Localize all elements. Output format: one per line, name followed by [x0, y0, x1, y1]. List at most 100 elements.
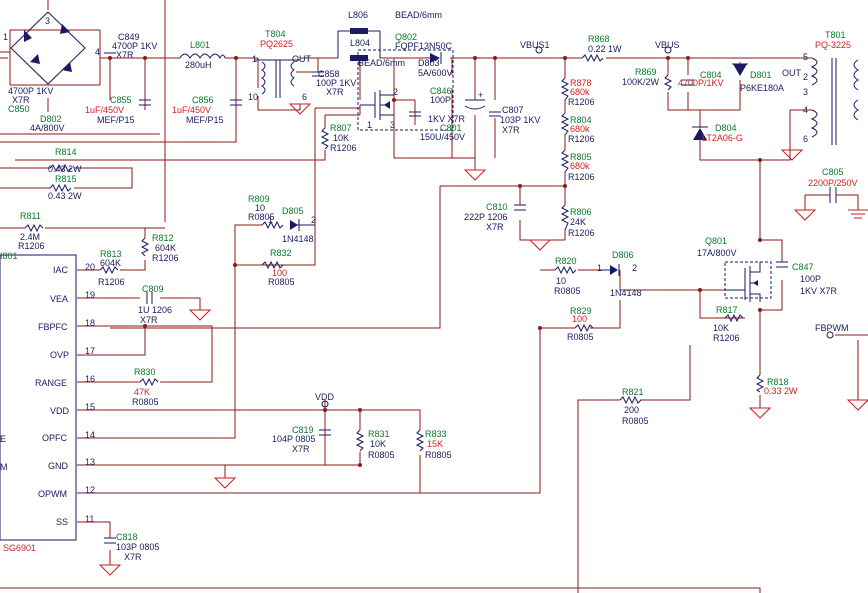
c849-val2: X7R [116, 50, 134, 60]
pin-name-gnd: GND [48, 461, 69, 471]
ground-symbols [98, 103, 868, 576]
capacitor-c847 [776, 261, 788, 268]
net-marker-vdd [321, 400, 329, 408]
r811-val2: R1206 [18, 241, 45, 251]
t804-out: OUT [292, 54, 312, 64]
diode-d801 [732, 63, 748, 76]
resistor-r806 [560, 204, 570, 231]
resistor-r832 [261, 260, 284, 270]
r813-val2: R1206 [98, 277, 125, 287]
t801-out: OUT [782, 68, 802, 78]
t804-pin-10: 10 [248, 92, 258, 102]
r807-val: 10K [333, 133, 349, 143]
r832-val: 100 [272, 268, 287, 278]
t804-pin-1: 1 [252, 54, 257, 64]
t801-pin-5: 5 [803, 52, 808, 62]
q802-p3: 3 [390, 120, 395, 130]
c855-val2: MEF/P15 [97, 115, 135, 125]
c846-val2: 1KV X7R [428, 114, 466, 124]
resistor-r869 [663, 74, 673, 91]
r812-ref: R812 [152, 233, 174, 243]
c807-ref: C807 [502, 105, 524, 115]
pin-num-14: 14 [85, 430, 95, 440]
d806-p2: 2 [632, 263, 637, 273]
capacitor-c849 [104, 52, 116, 54]
d806-ref: D806 [612, 250, 634, 260]
bead-l806 [337, 28, 381, 58]
c847-val2: 1KV X7R [800, 286, 838, 296]
diode-d805 [290, 219, 315, 231]
capacitor-c809 [146, 292, 153, 304]
capacitor-c819 [319, 429, 331, 436]
resistor-r821 [619, 395, 642, 405]
net-label-vbus: VBUS [655, 40, 680, 50]
capacitor-c855 [139, 99, 151, 106]
r817-val2: R1206 [713, 333, 740, 343]
q802-ref: Q802 [395, 32, 417, 42]
c818-val: 103P 0805 [116, 542, 159, 552]
r804-val: 680k [570, 124, 590, 134]
resistor-r830 [139, 377, 159, 387]
ic-part: SG6901 [3, 543, 36, 553]
r817-val: 10K [713, 323, 729, 333]
r820-val: 10 [556, 276, 566, 286]
capacitor-c804 [682, 79, 694, 86]
d802-ref: D802 [40, 114, 62, 124]
resistor-r811 [24, 223, 44, 233]
r820-val2: R0805 [554, 286, 581, 296]
inductor-l801 [179, 53, 226, 60]
r821-val: 200 [624, 405, 639, 415]
c858-ref: C858 [318, 69, 340, 79]
r832-val2: R0805 [268, 277, 295, 287]
c847-ref: C847 [792, 262, 814, 272]
c807-val2: X7R [502, 125, 520, 135]
resistor-r813 [99, 265, 119, 275]
r832-ref: R832 [270, 248, 292, 258]
r814-ref: R814 [55, 147, 77, 157]
d802-val: 4A/800V [30, 123, 65, 133]
c849-ref: C849 [118, 32, 140, 42]
pin-num-16: 16 [85, 374, 95, 384]
resistor-r805 [560, 149, 570, 173]
c856-val: 1uF/450V [172, 105, 211, 115]
resistor-r833 [415, 429, 425, 452]
transformer-t801 [810, 57, 859, 145]
t801-pin-4: 4 [803, 105, 808, 115]
pin-num-19: 19 [85, 290, 95, 300]
bead-l804 [350, 55, 368, 61]
r815-val: 0.43 2W [48, 191, 82, 201]
bridge-pin-1: 1 [3, 32, 8, 42]
c809-val2: X7R [140, 315, 158, 325]
r805-val: 680k [570, 161, 590, 171]
c804-ref: C804 [700, 70, 722, 80]
r804-val2: R1206 [568, 134, 595, 144]
c856-val2: MEF/P15 [186, 115, 224, 125]
resistor-r807 [320, 127, 330, 150]
pin-name-fbpfc: FBPFC [38, 322, 68, 332]
q802-p1: 1 [367, 120, 372, 130]
bridge-pin-4: 4 [95, 47, 100, 57]
resistor-r878 [560, 77, 570, 101]
pin-num-18: 18 [85, 318, 95, 328]
c850-val2: X7R [12, 95, 30, 105]
r829-ref: R829 [570, 306, 592, 316]
resistor-r809 [261, 220, 284, 230]
capacitor-c818 [104, 537, 116, 544]
bridge-rectifier-d802 [10, 11, 86, 85]
c805-val: 2200P/250V [808, 178, 858, 188]
c810-ref: C810 [486, 202, 508, 212]
c818-ref: C818 [116, 532, 138, 542]
capacitor-c858 [312, 71, 324, 77]
t804-val: PQ2625 [260, 39, 293, 49]
c850-ref: C850 [8, 104, 30, 114]
r829-val: 100 [572, 314, 587, 324]
r868-ref: R868 [588, 34, 610, 44]
c858-val: 100P 1KV [316, 78, 356, 88]
resistor-r868 [581, 53, 604, 63]
r805-ref: R805 [570, 152, 592, 162]
pin-name-ovp: OVP [50, 350, 69, 360]
resistor-r817 [724, 313, 744, 323]
c805-ref: C805 [822, 167, 844, 177]
c819-val: 104P 0805 [272, 434, 315, 444]
